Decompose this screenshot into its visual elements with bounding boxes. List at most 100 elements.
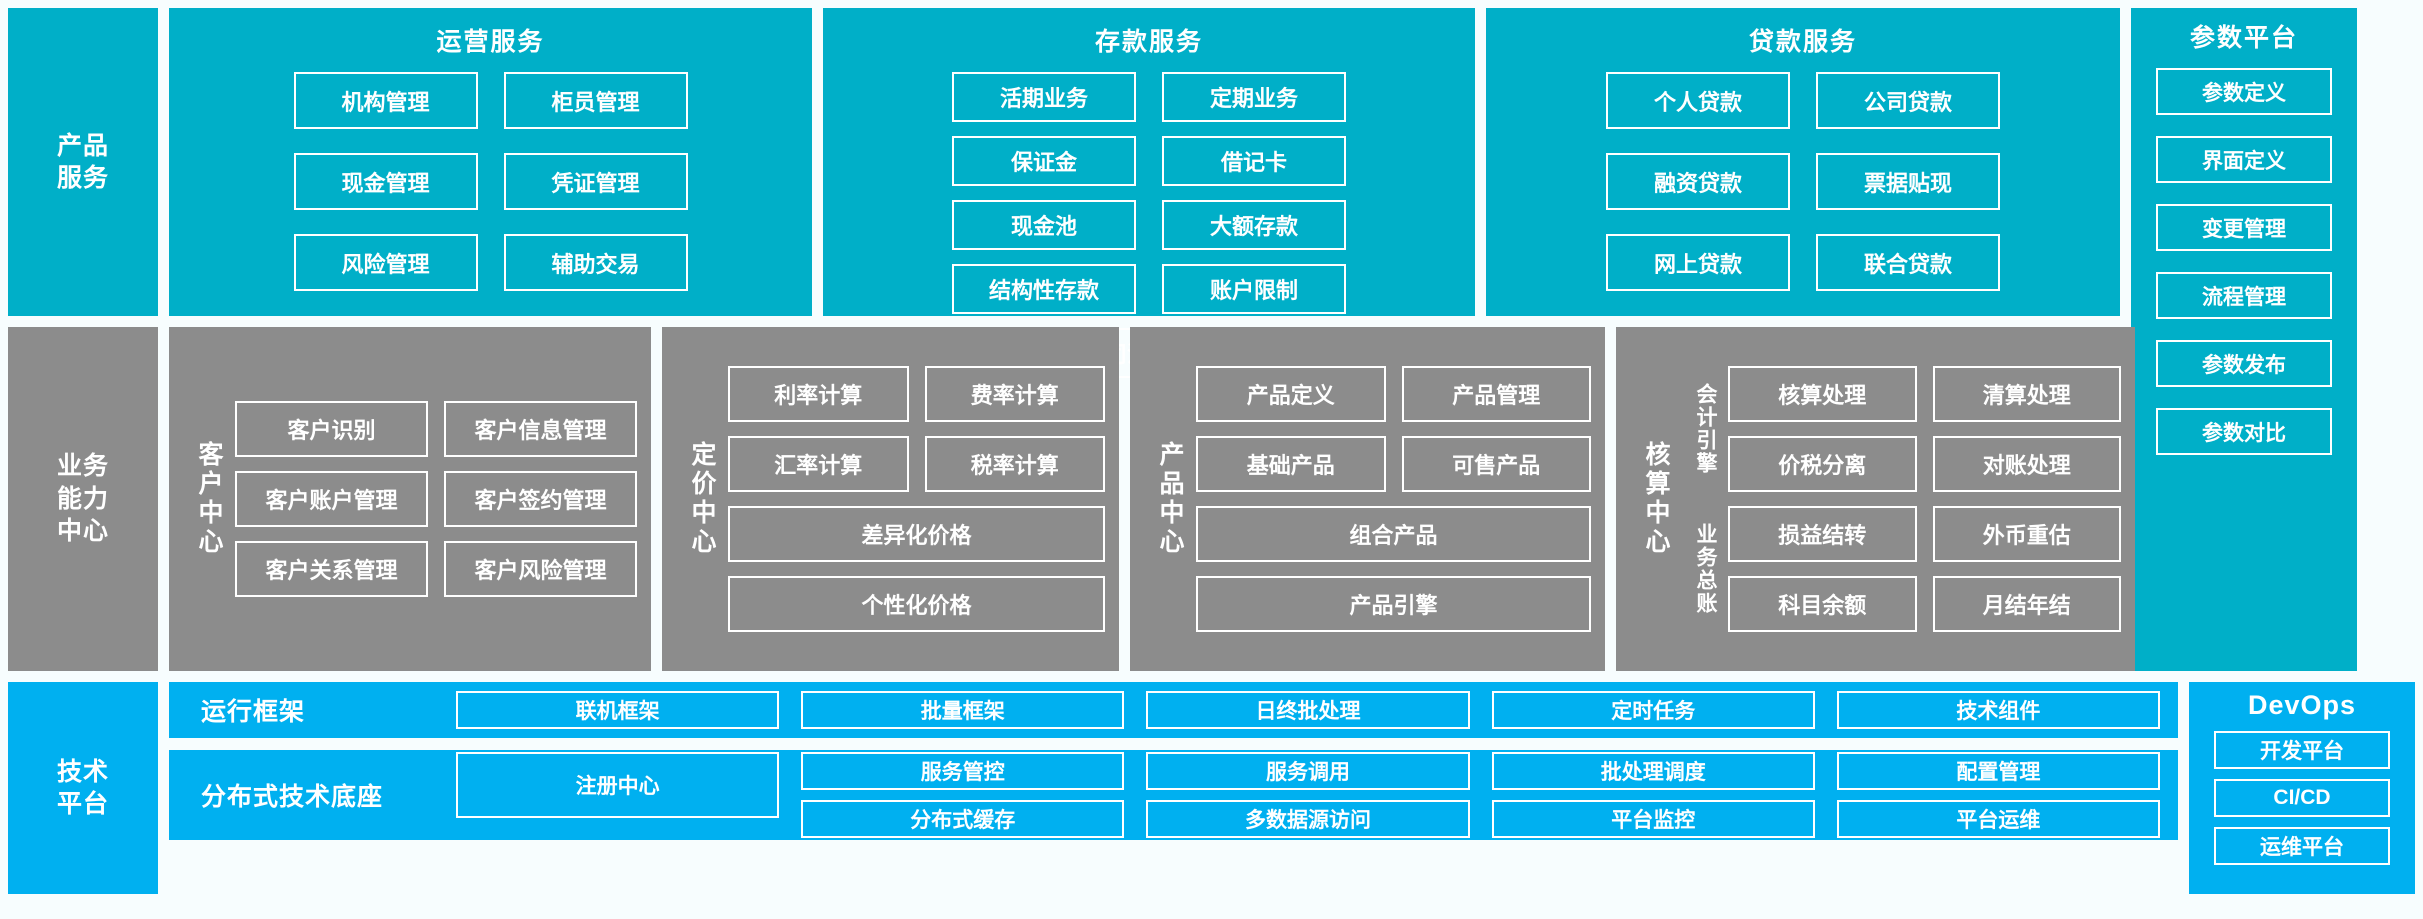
capability-item[interactable]: 利率计算: [728, 366, 909, 422]
panel-devops: DevOps 开发平台 CI/CD 运维平台: [2189, 682, 2415, 894]
capability-item[interactable]: 基础产品: [1196, 436, 1386, 492]
service-item[interactable]: 现金管理: [293, 153, 478, 210]
capability-item[interactable]: 清算处理: [1932, 366, 2121, 422]
tech-item[interactable]: 注册中心: [456, 752, 780, 818]
subgroup-body-accounting-engine: 核算处理 清算处理 价税分离 对账处理: [1728, 366, 2121, 492]
tech-item[interactable]: 分布式缓存: [801, 800, 1125, 838]
capability-item[interactable]: 价税分离: [1728, 436, 1917, 492]
capability-item[interactable]: 客户识别: [235, 401, 428, 457]
tech-item[interactable]: 批处理调度: [1491, 752, 1815, 790]
layer-label-business-capability: 业务能力中心: [8, 327, 158, 671]
service-item[interactable]: 保证金: [952, 136, 1136, 186]
capability-item[interactable]: 对账处理: [1932, 436, 2121, 492]
service-item[interactable]: 柜员管理: [503, 72, 688, 129]
tech-item[interactable]: 定时任务: [1491, 691, 1815, 729]
center-row: 客户识别 客户信息管理: [235, 401, 637, 457]
subgroup-business-ledger: 业务总账 损益结转 外币重估 科目余额 月结年结: [1682, 506, 2121, 632]
capability-item[interactable]: 组合产品: [1196, 506, 1591, 562]
devops-item[interactable]: CI/CD: [2214, 779, 2390, 817]
layer-label-product-services: 产品服务: [8, 8, 158, 316]
capability-item[interactable]: 客户风险管理: [444, 541, 637, 597]
capability-item[interactable]: 差异化价格: [728, 506, 1105, 562]
center-row: 差异化价格: [728, 506, 1105, 562]
capability-item[interactable]: 月结年结: [1932, 576, 2121, 632]
center-row: 组合产品: [1196, 506, 1591, 562]
parameter-item[interactable]: 参数定义: [2156, 68, 2332, 115]
tech-item[interactable]: 配置管理: [1836, 752, 2161, 790]
group-loan-services: 贷款服务 个人贷款 公司贷款 融资贷款 票据贴现 网上贷款 联合贷款: [1486, 8, 2120, 316]
capability-item[interactable]: 客户账户管理: [235, 471, 428, 527]
layer-technical-platform: 技术平台 运行框架 联机框架 批量框架 日终批处理 定时任务: [8, 682, 2415, 894]
service-item[interactable]: 融资贷款: [1606, 153, 1790, 210]
group-grid-loan-services: 个人贷款 公司贷款 融资贷款 票据贴现 网上贷款 联合贷款: [1504, 72, 2102, 315]
capability-item[interactable]: 产品定义: [1196, 366, 1386, 422]
service-item[interactable]: 结构性存款: [952, 264, 1136, 314]
tech-item[interactable]: 平台监控: [1491, 800, 1815, 838]
capability-item[interactable]: 客户关系管理: [235, 541, 428, 597]
service-item[interactable]: 大额存款: [1162, 200, 1346, 250]
service-item[interactable]: 定期业务: [1162, 72, 1346, 122]
service-item[interactable]: 辅助交易: [503, 234, 688, 291]
tech-item[interactable]: 服务调用: [1146, 752, 1470, 790]
parameter-item[interactable]: 变更管理: [2156, 204, 2332, 251]
capability-item[interactable]: 个性化价格: [728, 576, 1105, 632]
capability-item[interactable]: 可售产品: [1401, 436, 1591, 492]
band-distributed-foundation: 分布式技术底座 注册中心 服务管控 分布式缓存 服务调用 多数据源访问 批处理调…: [169, 750, 2178, 840]
center-row: 科目余额 月结年结: [1728, 576, 2121, 632]
band-column: 技术组件: [1836, 691, 2161, 729]
service-item[interactable]: 票据贴现: [1816, 153, 2000, 210]
parameter-item[interactable]: 界面定义: [2156, 136, 2332, 183]
service-item[interactable]: 风险管理: [293, 234, 478, 291]
band-items-runtime-framework: 联机框架 批量框架 日终批处理 定时任务 技术组件: [456, 691, 2161, 729]
service-item[interactable]: 借记卡: [1162, 136, 1346, 186]
parameter-item[interactable]: 流程管理: [2156, 272, 2332, 319]
service-item[interactable]: 公司贷款: [1816, 72, 2000, 129]
service-item[interactable]: 凭证管理: [503, 153, 688, 210]
group-title-operations-services: 运营服务: [436, 28, 545, 56]
capability-item[interactable]: 税率计算: [924, 436, 1105, 492]
capability-item[interactable]: 核算处理: [1728, 366, 1917, 422]
center-body-customer: 客户识别 客户信息管理 客户账户管理 客户签约管理 客户关系管理 客户风险管理: [235, 337, 637, 661]
capability-item[interactable]: 产品管理: [1401, 366, 1591, 422]
center-accounting: 核算中心 会计引擎 核算处理 清算处理 价税分离 对账处理: [1616, 327, 2135, 671]
service-item[interactable]: 账户限制: [1162, 264, 1346, 314]
capability-item[interactable]: 客户签约管理: [444, 471, 637, 527]
center-row: 损益结转 外币重估: [1728, 506, 2121, 562]
devops-item[interactable]: 开发平台: [2214, 731, 2390, 769]
capability-item[interactable]: 科目余额: [1728, 576, 1917, 632]
tech-item[interactable]: 批量框架: [801, 691, 1125, 729]
service-item[interactable]: 机构管理: [293, 72, 478, 129]
center-product: 产品中心 产品定义 产品管理 基础产品 可售产品 组合产品 产品引擎: [1130, 327, 1605, 671]
group-deposit-services: 存款服务 活期业务 定期业务 保证金 借记卡 现金池 大额存款 结构性存款 账户…: [823, 8, 1475, 378]
capability-item[interactable]: 客户信息管理: [444, 401, 637, 457]
tech-item[interactable]: 服务管控: [801, 752, 1125, 790]
band-column: 服务调用 多数据源访问: [1146, 752, 1470, 838]
service-item[interactable]: 网上贷款: [1606, 234, 1790, 291]
center-row: 基础产品 可售产品: [1196, 436, 1591, 492]
panel-parameter-platform-spacer: [2146, 327, 2372, 671]
capability-item[interactable]: 产品引擎: [1196, 576, 1591, 632]
capability-item[interactable]: 汇率计算: [728, 436, 909, 492]
tech-item[interactable]: 技术组件: [1836, 691, 2161, 729]
center-row: 个性化价格: [728, 576, 1105, 632]
center-row: 核算处理 清算处理: [1728, 366, 2121, 422]
capability-item[interactable]: 外币重估: [1932, 506, 2121, 562]
center-row: 客户账户管理 客户签约管理: [235, 471, 637, 527]
service-item[interactable]: 联合贷款: [1816, 234, 2000, 291]
subgroup-accounting-engine: 会计引擎 核算处理 清算处理 价税分离 对账处理: [1682, 366, 2121, 492]
tech-item[interactable]: 多数据源访问: [1146, 800, 1470, 838]
devops-item[interactable]: 运维平台: [2214, 827, 2390, 865]
tech-item[interactable]: 联机框架: [456, 691, 780, 729]
tech-item[interactable]: 平台运维: [1836, 800, 2161, 838]
band-label-distributed-foundation: 分布式技术底座: [201, 783, 384, 811]
parameter-item[interactable]: 参数对比: [2156, 408, 2332, 455]
group-title-loan-services: 贷款服务: [1748, 28, 1857, 56]
capability-item[interactable]: 损益结转: [1728, 506, 1917, 562]
center-customer: 客户中心 客户识别 客户信息管理 客户账户管理 客户签约管理 客户关系管理 客户…: [169, 327, 651, 671]
service-item[interactable]: 活期业务: [952, 72, 1136, 122]
service-item[interactable]: 现金池: [952, 200, 1136, 250]
tech-item[interactable]: 日终批处理: [1146, 691, 1470, 729]
service-item[interactable]: 个人贷款: [1606, 72, 1790, 129]
capability-item[interactable]: 费率计算: [924, 366, 1105, 422]
parameter-item[interactable]: 参数发布: [2156, 340, 2332, 387]
